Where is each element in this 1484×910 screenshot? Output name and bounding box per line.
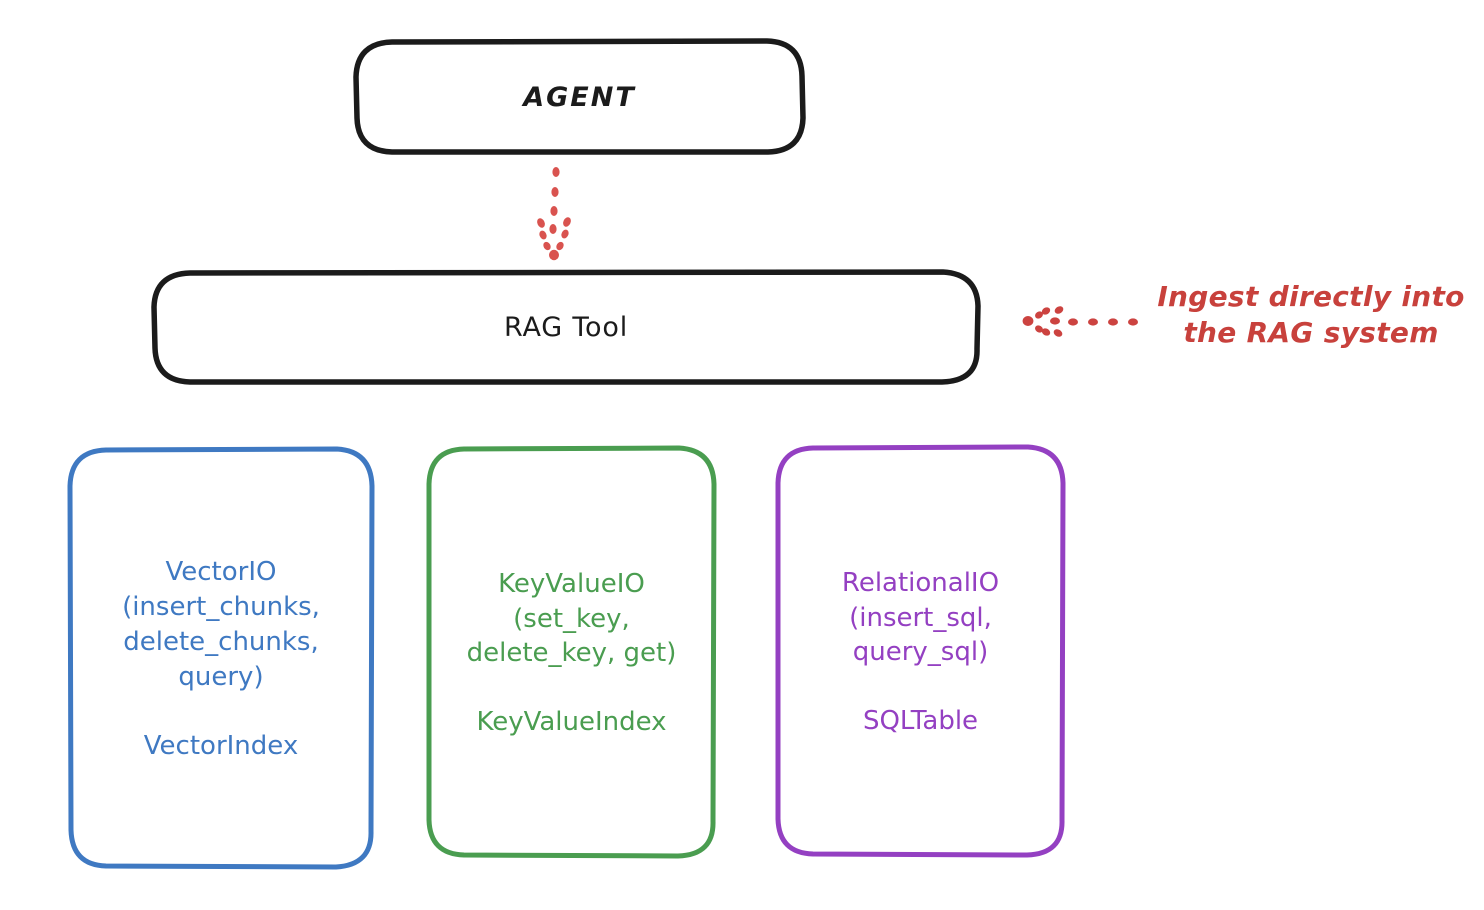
- agent-to-rag-connector: [537, 167, 571, 261]
- rag-tool-node[interactable]: RAG Tool: [154, 272, 978, 382]
- key-value-io-index-label: KeyValueIndex: [476, 707, 667, 738]
- vector-io-api-label: VectorIO (insert_chunks, delete_chunks, …: [122, 557, 320, 692]
- key-value-io-node[interactable]: KeyValueIO (set_key, delete_key, get) Ke…: [429, 448, 714, 856]
- relational-io-api-label: RelationalIO (insert_sql, query_sql): [841, 567, 1000, 668]
- agent-label: AGENT: [523, 81, 636, 113]
- relational-io-index-label: SQLTable: [862, 706, 979, 737]
- vector-io-node[interactable]: VectorIO (insert_chunks, delete_chunks, …: [70, 449, 372, 867]
- relational-io-node[interactable]: RelationalIO (insert_sql, query_sql) SQL…: [778, 447, 1063, 855]
- vector-io-index-label: VectorIndex: [143, 730, 299, 761]
- ingest-to-rag-connector: [1022, 306, 1138, 337]
- agent-node[interactable]: AGENT: [356, 41, 803, 153]
- key-value-io-api-label: KeyValueIO (set_key, delete_key, get): [466, 568, 677, 669]
- rag-tool-label: RAG Tool: [503, 311, 628, 343]
- ingest-annotation-text: Ingest directly into the RAG system: [1157, 280, 1465, 350]
